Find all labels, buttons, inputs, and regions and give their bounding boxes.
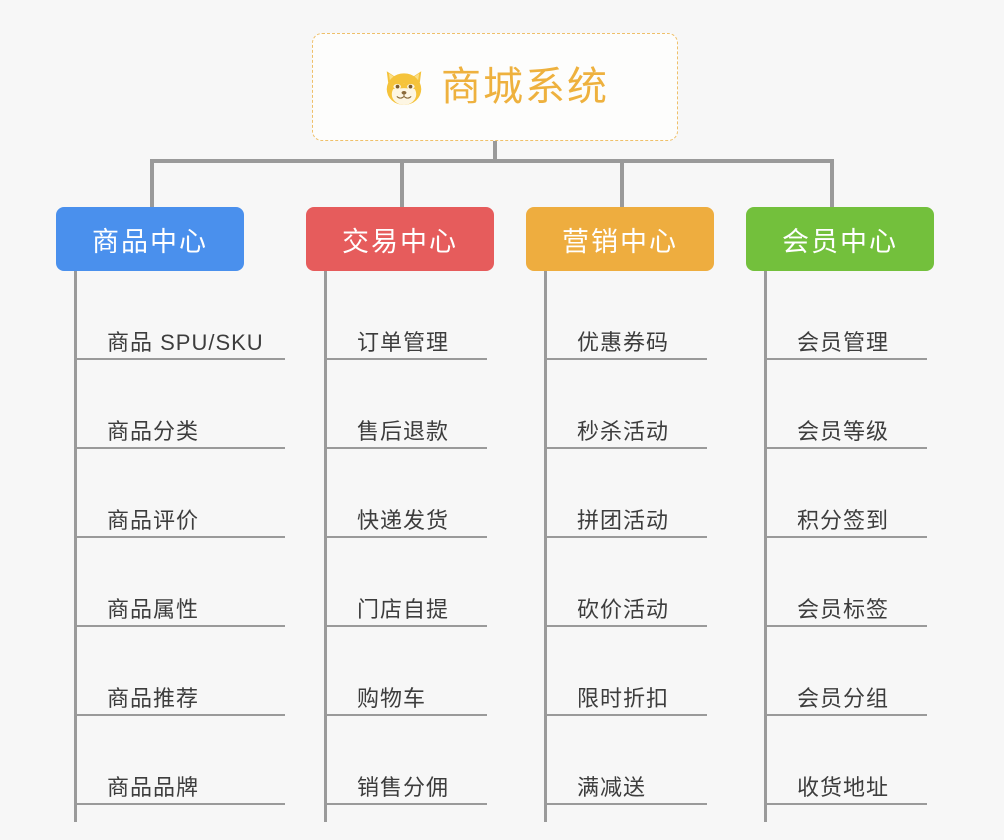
category-node-1[interactable]: 商品中心 [56, 207, 244, 271]
branch-trunk [74, 271, 77, 822]
leaf-item[interactable]: 商品属性 [77, 538, 285, 627]
leaf-item[interactable]: 购物车 [327, 627, 487, 716]
connector-drop-4 [830, 159, 834, 209]
leaf-item-label: 购物车 [357, 685, 427, 711]
leaf-item-label: 订单管理 [357, 329, 450, 355]
leaf-item-label: 秒杀活动 [577, 418, 670, 444]
category-label: 会员中心 [782, 226, 898, 257]
connector-drop-1 [150, 159, 154, 209]
leaf-item[interactable]: 商品评价 [77, 449, 285, 538]
root-title: 商城系统 [441, 65, 609, 109]
root-node[interactable]: 商城系统 [312, 33, 678, 141]
leaf-item-label: 收货地址 [797, 774, 890, 800]
leaf-item[interactable]: 销售分佣 [327, 716, 487, 805]
leaf-item-label: 会员标签 [797, 596, 890, 622]
leaf-item[interactable]: 会员分组 [767, 627, 927, 716]
leaf-item[interactable]: 优惠券码 [547, 271, 707, 360]
leaf-item-label: 商品推荐 [107, 685, 200, 711]
leaf-item[interactable]: 收货地址 [767, 716, 927, 805]
leaf-item-label: 商品 SPU/SKU [107, 329, 264, 355]
leaf-item[interactable]: 商品品牌 [77, 716, 285, 805]
leaf-item-label: 限时折扣 [577, 685, 670, 711]
branch-trunk [544, 271, 547, 822]
leaf-item-label: 销售分佣 [357, 774, 450, 800]
branch-trunk [764, 271, 767, 822]
leaf-item[interactable]: 商品分类 [77, 360, 285, 449]
shiba-dog-icon [386, 71, 422, 106]
leaf-item[interactable]: 售后退款 [327, 360, 487, 449]
category-node-3[interactable]: 营销中心 [526, 207, 714, 271]
leaf-item-label: 售后退款 [357, 418, 450, 444]
leaf-item-label: 快递发货 [357, 507, 450, 533]
connector-drop-2 [400, 159, 404, 209]
leaf-item-label: 积分签到 [797, 507, 890, 533]
leaf-item[interactable]: 快递发货 [327, 449, 487, 538]
leaf-item-label: 会员管理 [797, 329, 890, 355]
leaf-item[interactable]: 秒杀活动 [547, 360, 707, 449]
leaf-item-label: 会员分组 [797, 685, 890, 711]
leaf-item[interactable]: 会员标签 [767, 538, 927, 627]
leaf-item[interactable]: 商品推荐 [77, 627, 285, 716]
category-label: 营销中心 [562, 226, 678, 257]
leaf-item-label: 拼团活动 [577, 507, 670, 533]
connector-root-stem [493, 141, 497, 161]
connector-horizontal-bus [150, 159, 832, 163]
leaf-item-label: 商品分类 [107, 418, 200, 444]
leaf-item-label: 商品属性 [107, 596, 200, 622]
leaf-item-label: 商品评价 [107, 507, 200, 533]
leaf-item-label: 商品品牌 [107, 774, 200, 800]
leaf-item[interactable]: 拼团活动 [547, 449, 707, 538]
connector-drop-3 [620, 159, 624, 209]
leaf-item-label: 优惠券码 [577, 329, 670, 355]
branch-trunk [324, 271, 327, 822]
leaf-item[interactable]: 商品 SPU/SKU [77, 271, 285, 360]
category-node-4[interactable]: 会员中心 [746, 207, 934, 271]
leaf-item[interactable]: 积分签到 [767, 449, 927, 538]
leaf-item[interactable]: 满减送 [547, 716, 707, 805]
leaf-item[interactable]: 门店自提 [327, 538, 487, 627]
leaf-item[interactable]: 砍价活动 [547, 538, 707, 627]
category-node-2[interactable]: 交易中心 [306, 207, 494, 271]
category-label: 商品中心 [92, 226, 208, 257]
leaf-item[interactable]: 会员等级 [767, 360, 927, 449]
category-label: 交易中心 [342, 226, 458, 257]
leaf-item[interactable]: 订单管理 [327, 271, 487, 360]
leaf-item-label: 砍价活动 [577, 596, 670, 622]
leaf-item-label: 门店自提 [357, 596, 450, 622]
leaf-item[interactable]: 限时折扣 [547, 627, 707, 716]
leaf-item[interactable]: 会员管理 [767, 271, 927, 360]
leaf-item-label: 满减送 [577, 774, 647, 800]
leaf-item-label: 会员等级 [797, 418, 890, 444]
